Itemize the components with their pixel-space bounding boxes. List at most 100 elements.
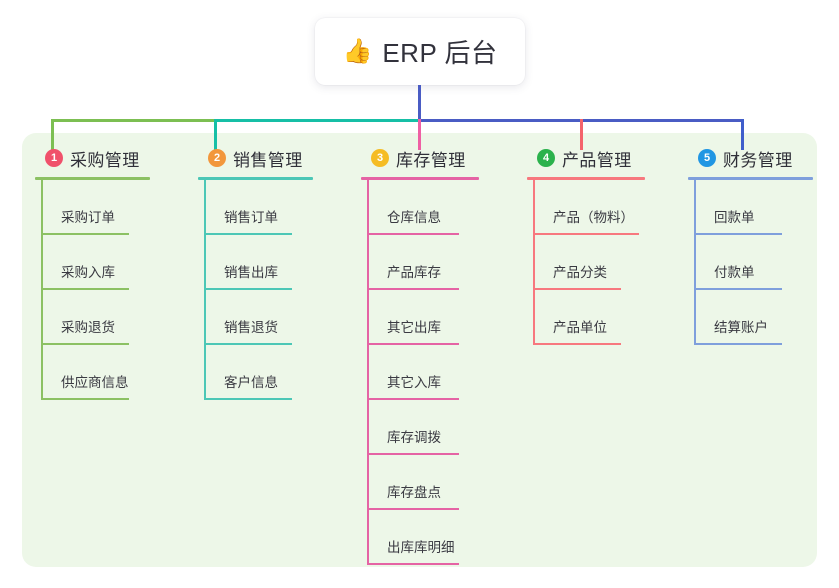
branch-item-underline [533, 233, 639, 235]
branch-item[interactable]: 出库库明细 [359, 510, 521, 565]
branch-item[interactable]: 回款单 [686, 180, 836, 235]
branch-item-underline [41, 343, 129, 345]
branch-item-underline [367, 398, 459, 400]
branch-column-4: 4 产品管理产品（物料） 产品分类产品单位 [525, 146, 683, 345]
branch-item-label: 出库库明细 [387, 540, 455, 555]
branch-header-2[interactable]: 2 销售管理 [196, 146, 356, 170]
branch-header-5[interactable]: 5 财务管理 [686, 146, 836, 170]
branch-item-underline [41, 398, 129, 400]
branch-item-underline [533, 343, 621, 345]
root-trunk-line [417, 85, 421, 122]
connector-stub-5 [740, 119, 744, 150]
branch-item-label: 产品库存 [387, 265, 441, 280]
branch-column-3: 3 库存管理仓库信息产品库存其它出库其它入库库存调拨库存盘点出库库明细 [359, 146, 521, 565]
branch-item-list: 销售订单销售出库销售退货客户信息 [196, 180, 356, 400]
branch-underline [35, 177, 150, 180]
branch-item-underline [694, 343, 782, 345]
branch-underline [527, 177, 645, 180]
branch-item-label: 采购退货 [61, 320, 115, 335]
branch-item-underline [204, 233, 292, 235]
branch-spine [204, 180, 206, 400]
branch-item-label: 销售出库 [224, 265, 278, 280]
connector-stub-4 [579, 119, 583, 150]
connector-stub-3 [417, 119, 421, 150]
branch-item[interactable]: 客户信息 [196, 345, 356, 400]
branch-item[interactable]: 销售出库 [196, 235, 356, 290]
branch-item-label: 采购订单 [61, 210, 115, 225]
branch-spine [41, 180, 43, 400]
branch-item[interactable]: 销售订单 [196, 180, 356, 235]
branch-number-badge: 1 [45, 149, 63, 167]
root-node[interactable]: 👍 ERP 后台 [315, 18, 525, 85]
branch-item-list: 采购订单采购入库采购退货供应商信息 [33, 180, 193, 400]
branch-item-list: 产品（物料） 产品分类产品单位 [525, 180, 683, 345]
branch-item[interactable]: 采购订单 [33, 180, 193, 235]
branch-item[interactable]: 产品分类 [525, 235, 683, 290]
branch-header-3[interactable]: 3 库存管理 [359, 146, 521, 170]
branch-spine [533, 180, 535, 345]
connector-bar-segment-2 [213, 119, 420, 122]
branch-underline [688, 177, 813, 180]
branch-item-underline [204, 398, 292, 400]
connector-stub-1 [50, 119, 54, 150]
branch-item[interactable]: 仓库信息 [359, 180, 521, 235]
branch-item[interactable]: 结算账户 [686, 290, 836, 345]
branch-item[interactable]: 库存调拨 [359, 400, 521, 455]
branch-header-4[interactable]: 4 产品管理 [525, 146, 683, 170]
branch-item-label: 客户信息 [224, 375, 278, 390]
branch-header-1[interactable]: 1 采购管理 [33, 146, 193, 170]
branch-item[interactable]: 产品单位 [525, 290, 683, 345]
branch-item-underline [41, 288, 129, 290]
branch-item-underline [533, 288, 621, 290]
branch-title: 销售管理 [233, 150, 303, 170]
branch-item[interactable]: 产品库存 [359, 235, 521, 290]
branch-item[interactable]: 供应商信息 [33, 345, 193, 400]
branch-spine [367, 180, 369, 565]
branch-item-label: 其它入库 [387, 375, 441, 390]
branch-item[interactable]: 库存盘点 [359, 455, 521, 510]
branch-item-label: 采购入库 [61, 265, 115, 280]
branch-item-underline [41, 233, 129, 235]
branch-number-badge: 3 [371, 149, 389, 167]
branch-underline [361, 177, 479, 180]
branch-item-label: 产品分类 [553, 265, 607, 280]
branch-item-label: 销售退货 [224, 320, 278, 335]
branch-item[interactable]: 销售退货 [196, 290, 356, 345]
branch-title: 产品管理 [562, 150, 632, 170]
branch-underline [198, 177, 313, 180]
branch-item-underline [367, 288, 459, 290]
branch-item-underline [694, 288, 782, 290]
branch-item-label: 仓库信息 [387, 210, 441, 225]
branch-title: 库存管理 [396, 150, 466, 170]
branch-item-label: 其它出库 [387, 320, 441, 335]
branch-item-list: 回款单付款单结算账户 [686, 180, 836, 345]
branch-item[interactable]: 其它入库 [359, 345, 521, 400]
branch-item-underline [367, 453, 459, 455]
branch-item-label: 库存调拨 [387, 430, 441, 445]
branch-item-label: 销售订单 [224, 210, 278, 225]
branch-item-label: 付款单 [714, 265, 755, 280]
branch-item[interactable]: 产品（物料） [525, 180, 683, 235]
branch-column-2: 2 销售管理销售订单销售出库销售退货客户信息 [196, 146, 356, 400]
connector-bar-segment-1 [50, 119, 216, 122]
branch-item[interactable]: 付款单 [686, 235, 836, 290]
branch-item-underline [204, 288, 292, 290]
branch-item-label: 结算账户 [714, 320, 768, 335]
branch-item-label: 产品（物料） [553, 210, 634, 225]
branch-item-label: 回款单 [714, 210, 755, 225]
branch-item[interactable]: 采购入库 [33, 235, 193, 290]
branch-item[interactable]: 采购退货 [33, 290, 193, 345]
branch-item[interactable]: 其它出库 [359, 290, 521, 345]
branch-title: 财务管理 [723, 150, 793, 170]
branch-title: 采购管理 [70, 150, 140, 170]
branch-number-badge: 4 [537, 149, 555, 167]
branch-item-underline [367, 233, 459, 235]
branches-panel [22, 133, 817, 567]
branch-column-1: 1 采购管理采购订单采购入库采购退货供应商信息 [33, 146, 193, 400]
branch-number-badge: 5 [698, 149, 716, 167]
thumbs-up-icon: 👍 [342, 37, 373, 65]
branch-spine [694, 180, 696, 345]
branch-number-badge: 2 [208, 149, 226, 167]
branch-item-underline [694, 233, 782, 235]
